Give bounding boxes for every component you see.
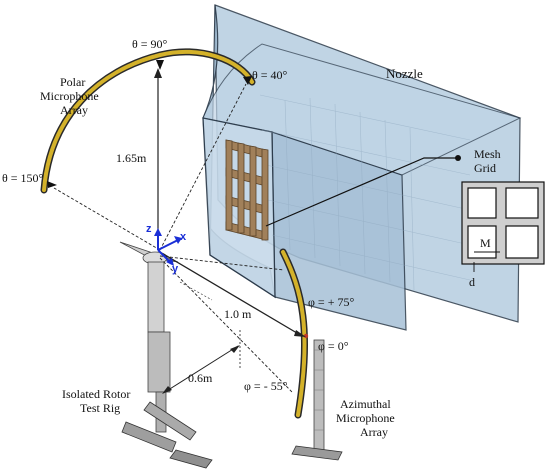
polar-array-label-3: Array <box>60 103 88 117</box>
rig-base-cross <box>143 401 197 441</box>
rotor-rig-label-2: Test Rig <box>80 401 120 415</box>
polar-microphone-array <box>40 48 256 194</box>
axis-z-label: z <box>146 223 152 235</box>
rig-column-lower <box>147 331 171 393</box>
mesh-M-label: M <box>480 236 491 250</box>
labels: Polar Microphone Array θ = 90° θ = 40° θ… <box>2 37 501 439</box>
rig-base-foot <box>169 449 213 469</box>
polar-mic-150 <box>47 181 57 188</box>
theta-150-label: θ = 150° <box>2 171 44 185</box>
polar-array-label-2: Microphone <box>40 89 99 103</box>
phi-minus55-label: φ = - 55° <box>244 379 288 393</box>
mesh-grid-callout <box>265 155 545 272</box>
rotor-rig-label-1: Isolated Rotor <box>62 387 130 401</box>
axis-y-label: y <box>172 263 179 275</box>
nozzle-label: Nozzle <box>386 66 423 81</box>
theta-40-label: θ = 40° <box>252 68 288 82</box>
azimuthal-array-label-2: Microphone <box>336 411 395 425</box>
coordinate-axes: z x y <box>146 223 187 275</box>
azimuthal-array-label-1: Azimuthal <box>340 397 391 411</box>
azimuthal-array-label-3: Array <box>360 425 388 439</box>
mesh-d-label: d <box>469 275 475 289</box>
azimuthal-support <box>291 339 343 461</box>
phi-0-label: φ = 0° <box>318 339 349 353</box>
phi-plus75-label: φ = + 75° <box>308 295 354 309</box>
azimuthal-microphone-array <box>279 248 309 419</box>
mesh-grid-label-2: Grid <box>474 161 496 175</box>
polar-mic-90 <box>156 60 164 70</box>
nozzle-inner-mesh <box>259 94 471 291</box>
dist-06m-label: 0.6m <box>188 371 213 385</box>
nozzle <box>202 4 522 331</box>
polar-mic-40 <box>243 76 252 85</box>
mesh-grid-detail <box>461 181 545 265</box>
azimuthal-mic-0 <box>303 333 309 339</box>
polar-arc-fill <box>42 49 254 192</box>
geometry-lines <box>53 68 306 394</box>
azimuthal-arc-fill <box>281 250 307 417</box>
rotor-test-rig <box>119 241 213 469</box>
rig-column-upper <box>147 261 165 333</box>
nozzle-grid <box>225 139 269 241</box>
theta-90-label: θ = 90° <box>132 37 168 51</box>
mesh-grid-label-1: Mesh <box>474 147 501 161</box>
height-label: 1.65m <box>116 151 147 165</box>
nozzle-top-face <box>202 43 522 176</box>
axis-x-label: x <box>180 231 187 243</box>
polar-array-label-1: Polar <box>60 75 85 89</box>
dist-1m-label: 1.0 m <box>224 307 252 321</box>
rig-base-front <box>121 421 177 453</box>
